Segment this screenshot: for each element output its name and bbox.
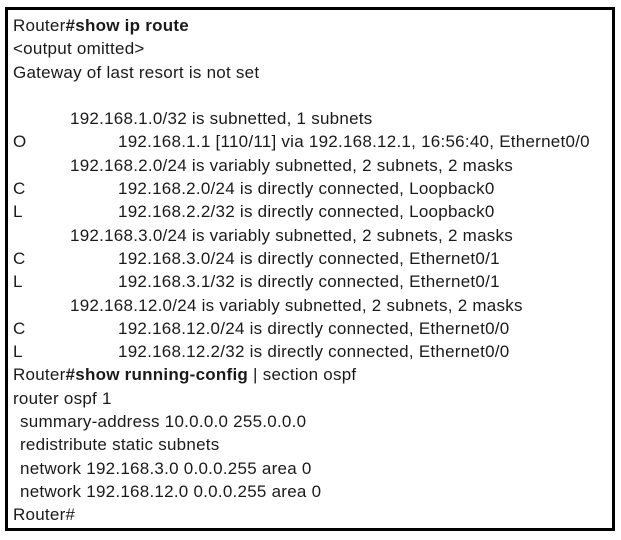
cli-command: #show ip route (65, 16, 189, 35)
terminal-line-config: summary-address 10.0.0.0 255.0.0.0 (13, 410, 610, 433)
line-text: network 192.168.12.0 0.0.0.255 area 0 (20, 481, 322, 501)
line-text: 192.168.1.0/32 is subnetted, 1 subnets (70, 109, 373, 129)
terminal-line-route: C 192.168.3.0/24 is directly connected, E… (13, 247, 610, 270)
terminal-line-command: Router#show ip route (13, 14, 610, 37)
terminal-line-summary: 192.168.2.0/24 is variably subnetted, 2 … (13, 154, 610, 177)
line-text: redistribute static subnets (20, 435, 220, 455)
terminal-line-route: L 192.168.2.2/32 is directly connected, L… (13, 200, 610, 223)
terminal-line-config: network 192.168.12.0 0.0.0.255 area 0 (13, 480, 610, 503)
line-text: <output omitted> (13, 39, 145, 59)
cli-command: #show running-config (65, 365, 249, 385)
route-text: 192.168.12.2/32 is directly connected, E… (118, 342, 510, 362)
terminal-line-blank (13, 84, 610, 107)
terminal-line-config: redistribute static subnets (13, 433, 610, 456)
terminal-line-plain: Gateway of last resort is not set (13, 61, 610, 84)
route-flag: O (13, 132, 27, 152)
route-flag: C (13, 179, 26, 199)
terminal-line-command: Router#show running-config | section osp… (13, 363, 610, 386)
cli-prompt: Router (13, 16, 66, 35)
terminal-line-route: O 192.168.1.1 [110/11] via 192.168.12.1, … (13, 130, 610, 153)
line-text: router ospf 1 (13, 388, 112, 408)
terminal-line-route: L 192.168.12.2/32 is directly connected, … (13, 340, 610, 363)
cli-command-suffix: | section ospf (248, 365, 357, 385)
terminal-line-route: L 192.168.3.1/32 is directly connected, E… (13, 270, 610, 293)
line-text: Router# (13, 505, 76, 525)
terminal-line-plain: Router# (13, 503, 610, 526)
route-flag: C (13, 318, 26, 338)
route-text: 192.168.3.1/32 is directly connected, Et… (118, 272, 500, 292)
route-text: 192.168.1.1 [110/11] via 192.168.12.1, 1… (118, 132, 590, 152)
terminal-line-summary: 192.168.1.0/32 is subnetted, 1 subnets (13, 107, 610, 130)
line-text: 192.168.12.0/24 is variably subnetted, 2… (70, 295, 523, 315)
terminal-output-panel: Router#show ip route<output omitted>Gate… (5, 7, 615, 531)
route-text: 192.168.12.0/24 is directly connected, E… (118, 318, 510, 338)
route-flag: L (13, 202, 23, 222)
terminal-line-summary: 192.168.3.0/24 is variably subnetted, 2 … (13, 224, 610, 247)
terminal-line-config: network 192.168.3.0 0.0.0.255 area 0 (13, 457, 610, 480)
route-flag: C (13, 248, 26, 268)
cli-prompt: Router (13, 365, 66, 385)
line-text: Gateway of last resort is not set (13, 62, 260, 82)
line-text: network 192.168.3.0 0.0.0.255 area 0 (20, 458, 312, 478)
terminal-line-summary: 192.168.12.0/24 is variably subnetted, 2… (13, 294, 610, 317)
line-text: 192.168.2.0/24 is variably subnetted, 2 … (70, 155, 514, 175)
terminal-line-plain: router ospf 1 (13, 387, 610, 410)
terminal-line-plain: <output omitted> (13, 37, 610, 60)
terminal-line-route: C 192.168.2.0/24 is directly connected, L… (13, 177, 610, 200)
route-flag: L (13, 342, 23, 362)
line-text: summary-address 10.0.0.0 255.0.0.0 (20, 412, 307, 432)
route-text: 192.168.2.2/32 is directly connected, Lo… (118, 202, 495, 222)
route-flag: L (13, 272, 23, 292)
terminal-line-route: C 192.168.12.0/24 is directly connected, … (13, 317, 610, 340)
route-text: 192.168.3.0/24 is directly connected, Et… (118, 248, 500, 268)
line-text: 192.168.3.0/24 is variably subnetted, 2 … (70, 225, 514, 245)
route-text: 192.168.2.0/24 is directly connected, Lo… (118, 179, 495, 199)
